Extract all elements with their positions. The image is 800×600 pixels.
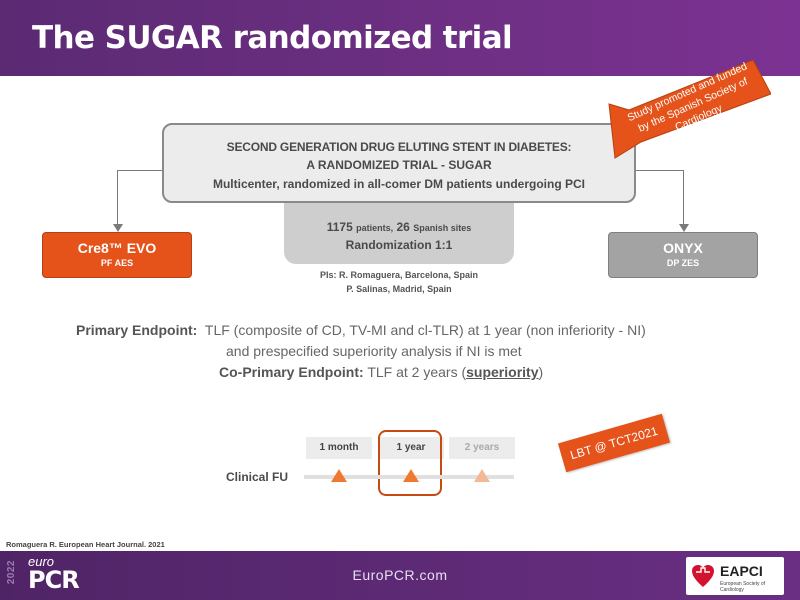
arm-right-sub: DP ZES [666, 258, 700, 268]
fu-cell-2-years: 2 years [449, 437, 515, 459]
connector-right-horizontal [636, 170, 684, 171]
fu-marker-2-years [474, 469, 490, 482]
connector-right-arrowhead [679, 224, 689, 232]
arm-left-name: Cre8™ EVO [77, 240, 157, 256]
connector-right-vertical [683, 170, 684, 225]
pis-line1: PIs: R. Romaguera, Barcelona, Spain [319, 270, 479, 280]
reference-citation: Romaguera R. European Heart Journal. 202… [6, 540, 165, 549]
fu-marker-1-month [331, 469, 347, 482]
eapci-name: EAPCI [720, 563, 763, 579]
footer-url-link[interactable]: EuroPCR.com [352, 567, 448, 583]
header-bar: The SUGAR randomized trial [0, 0, 800, 76]
fu-cell-1-year: 1 year [378, 437, 444, 459]
patients-label: patients, [356, 223, 394, 233]
eapci-logo: EAPCI European Society of Cardiology [686, 557, 784, 595]
arm-left-sub: PF AES [100, 258, 134, 268]
connector-left-vertical [117, 170, 118, 225]
page-title: The SUGAR randomized trial [32, 20, 513, 56]
trial-design-box: SECOND GENERATION DRUG ELUTING STENT IN … [162, 123, 636, 203]
europcr-logo-pcr: PCR [28, 566, 80, 594]
sites-label: Spanish sites [413, 223, 472, 233]
coprimary-endpoint-line: Co-Primary Endpoint: TLF at 2 years (sup… [219, 364, 543, 380]
heart-icon [692, 565, 714, 587]
coprimary-endpoint-label: Co-Primary Endpoint: [219, 364, 364, 380]
trial-title-line1: SECOND GENERATION DRUG ELUTING STENT IN … [226, 140, 572, 154]
patients-box: 1175 patients, 26 Spanish sites Randomiz… [284, 198, 514, 264]
funding-callout-shape [608, 60, 771, 159]
arm-onyx: ONYX DP ZES [608, 232, 758, 278]
primary-endpoint-text: TLF (composite of CD, TV-MI and cl-TLR) … [204, 322, 646, 338]
fu-highlight-frame [378, 430, 442, 496]
clinical-fu-label: Clinical FU [226, 470, 289, 484]
coprimary-endpoint-emphasis: superiority [466, 364, 539, 380]
trial-title-line3: Multicenter, randomized in all-comer DM … [212, 177, 586, 191]
fu-cell-1-month: 1 month [306, 437, 372, 459]
randomization-text: Randomization 1:1 [345, 238, 453, 252]
connector-left-arrowhead [113, 224, 123, 232]
europcr-logo-euro: euro [28, 554, 55, 569]
arm-cre8-evo: Cre8™ EVO PF AES [42, 232, 192, 278]
primary-endpoint-label: Primary Endpoint: [76, 322, 198, 338]
lbt-badge: LBT @ TCT2021 [557, 413, 671, 473]
fu-marker-1-year [403, 469, 419, 482]
trial-title-line2: A RANDOMIZED TRIAL - SUGAR [306, 158, 492, 172]
patients-count: 1175 [326, 220, 353, 234]
principal-investigators: PIs: R. Romaguera, Barcelona, Spain P. S… [284, 268, 514, 296]
primary-endpoint-line2: and prespecified superiority analysis if… [226, 343, 522, 359]
arm-right-name: ONYX [663, 240, 703, 256]
eapci-subtitle: European Society of Cardiology [720, 581, 766, 593]
footer-bar [0, 551, 800, 600]
pis-line2: P. Salinas, Madrid, Spain [346, 284, 452, 294]
connector-left-horizontal [117, 170, 163, 171]
coprimary-endpoint-text: TLF at 2 years ( [367, 364, 467, 380]
coprimary-endpoint-close: ) [538, 364, 544, 380]
sites-count: 26 [396, 220, 410, 234]
patients-line: 1175 patients, 26 Spanish sites [284, 220, 514, 234]
primary-endpoint-line: Primary Endpoint: TLF (composite of CD, … [76, 322, 646, 338]
